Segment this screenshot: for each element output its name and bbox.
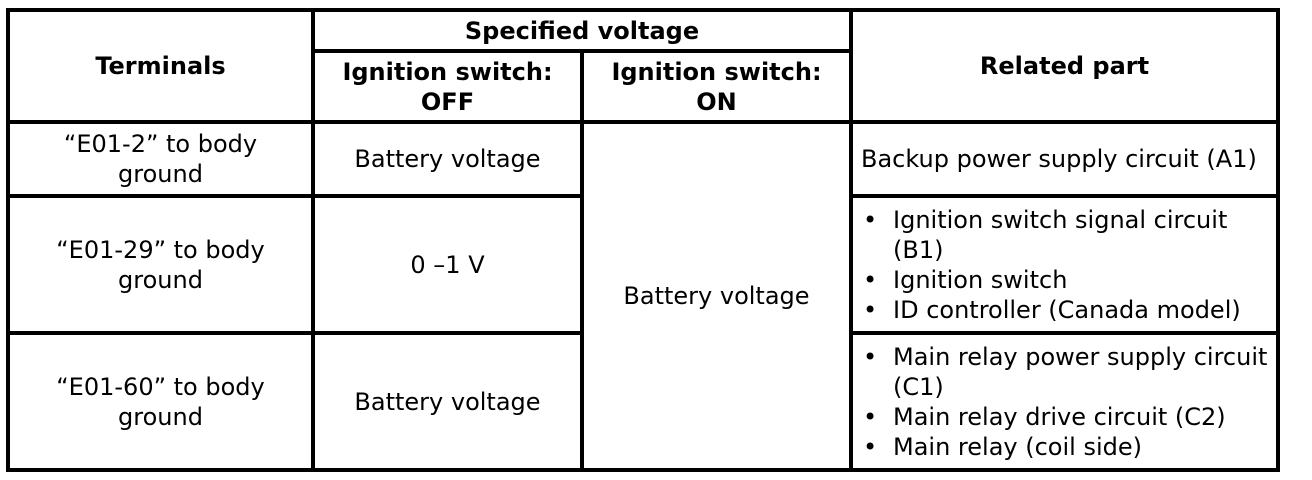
header-row-2: Ignition switch: OFF Ignition switch: ON bbox=[8, 49, 1278, 124]
list-item-text: Ignition switch signal circuit (B1) bbox=[893, 205, 1228, 264]
terminal-line2: ground bbox=[118, 402, 203, 431]
related-part-cell: • Ignition switch signal circuit (B1) • Ig… bbox=[849, 194, 1280, 336]
list-item: • Ignition switch signal circuit (B1) bbox=[861, 205, 1276, 265]
list-item: • Main relay drive circuit (C2) bbox=[861, 402, 1276, 432]
list-item-text: Ignition switch bbox=[893, 265, 1068, 294]
header-ignition-off-line2: OFF bbox=[420, 87, 475, 116]
terminal-line1: “E01-60” to body bbox=[56, 372, 265, 401]
list-item-text: ID controller (Canada model) bbox=[893, 295, 1241, 324]
bullet-icon: • bbox=[863, 265, 878, 294]
header-ignition-on-line2: ON bbox=[696, 87, 737, 116]
table-row: “E01-2” to body ground Battery voltage B… bbox=[6, 119, 1280, 473]
terminal-line2: ground bbox=[118, 160, 203, 189]
terminal-cell: “E01-2” to body ground bbox=[6, 119, 315, 199]
list-item: • Main relay power supply circuit (C1) bbox=[861, 342, 1276, 402]
terminal-line2: ground bbox=[118, 265, 203, 294]
bullet-icon: • bbox=[863, 205, 878, 234]
related-part-list: • Ignition switch signal circuit (B1) • Ig… bbox=[853, 205, 1276, 325]
header-ignition-on-line1: Ignition switch: bbox=[611, 57, 822, 86]
off-value-cell: Battery voltage bbox=[311, 331, 584, 472]
voltage-spec-table: Terminals Specified voltage Related part… bbox=[6, 7, 1280, 473]
header-ignition-off-line1: Ignition switch: bbox=[342, 57, 553, 86]
related-part-cell: • Main relay power supply circuit (C1) • M… bbox=[849, 331, 1280, 472]
on-value-cell: Battery voltage bbox=[580, 119, 853, 473]
list-item-text: Main relay (coil side) bbox=[893, 432, 1142, 461]
header-specified-voltage: Specified voltage bbox=[311, 7, 853, 54]
table-row: “E01-29” to body ground 0 –1 V • Ignition… bbox=[6, 194, 1280, 336]
terminal-line1: “E01-29” to body bbox=[56, 235, 265, 264]
header-ignition-on: Ignition switch: ON bbox=[580, 49, 853, 124]
bullet-icon: • bbox=[863, 342, 878, 371]
header-terminals: Terminals bbox=[6, 8, 315, 124]
header-row-1: Terminals Specified voltage Related part bbox=[6, 7, 1280, 124]
off-value-cell: Battery voltage bbox=[311, 119, 584, 199]
list-item-text: Main relay drive circuit (C2) bbox=[893, 402, 1226, 431]
list-item-text: Main relay power supply circuit (C1) bbox=[893, 342, 1268, 401]
terminal-line1: “E01-2” to body bbox=[63, 130, 258, 159]
off-value-cell: 0 –1 V bbox=[311, 194, 584, 336]
bullet-icon: • bbox=[863, 295, 878, 324]
list-item: • ID controller (Canada model) bbox=[861, 295, 1276, 325]
bullet-icon: • bbox=[863, 432, 878, 461]
related-part-cell: Backup power supply circuit (A1) bbox=[849, 119, 1280, 199]
terminal-cell: “E01-60” to body ground bbox=[6, 331, 315, 472]
related-part-list: • Main relay power supply circuit (C1) • M… bbox=[853, 342, 1276, 462]
list-item: • Ignition switch bbox=[861, 265, 1276, 295]
bullet-icon: • bbox=[863, 402, 878, 431]
header-ignition-off: Ignition switch: OFF bbox=[311, 49, 584, 124]
list-item: • Main relay (coil side) bbox=[861, 432, 1276, 462]
terminal-cell: “E01-29” to body ground bbox=[6, 194, 315, 336]
table-row: “E01-60” to body ground Battery voltage … bbox=[6, 331, 1280, 472]
header-related-part: Related part bbox=[849, 8, 1280, 124]
